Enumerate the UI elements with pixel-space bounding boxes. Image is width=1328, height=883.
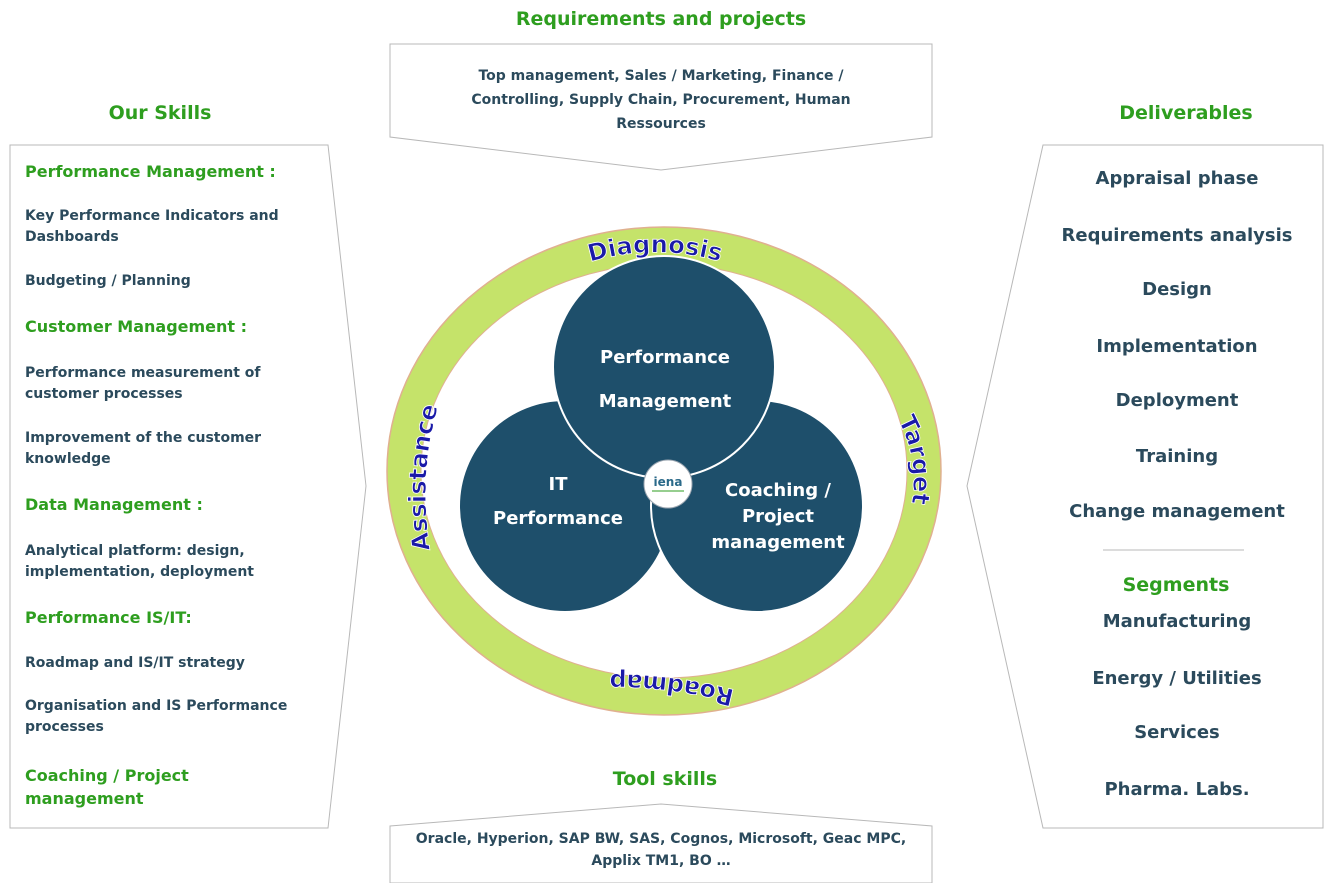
segment-manufacturing: Manufacturing	[1102, 611, 1252, 632]
skill-item-knowledge: Improvement of the customer knowledge	[25, 430, 262, 467]
skill-item-measurement: Performance measurement of customer proc…	[25, 365, 261, 402]
skill-heading-performance: Performance Management :	[25, 162, 276, 181]
skill-item-organisation: Organisation and IS Performance processe…	[25, 698, 288, 735]
requirements-shape	[389, 43, 933, 171]
deliverable-appraisal: Appraisal phase	[1095, 168, 1259, 189]
requirements-title: Requirements and projects	[515, 8, 807, 30]
segment-pharma: Pharma. Labs.	[1104, 779, 1250, 800]
deliverable-deployment: Deployment	[1115, 390, 1239, 411]
skill-heading-data: Data Management :	[25, 495, 203, 514]
skill-item-budgeting: Budgeting / Planning	[25, 273, 191, 289]
deliverable-implementation: Implementation	[1096, 336, 1258, 357]
skill-item-analytical: Analytical platform: design, implementat…	[25, 543, 254, 580]
skill-heading-coaching: Coaching / Project management	[25, 766, 189, 808]
requirements-text: Top management, Sales / Marketing, Finan…	[471, 68, 851, 132]
deliverable-training: Training	[1135, 446, 1219, 467]
deliverables-shape	[966, 144, 1324, 829]
deliverable-design: Design	[1142, 279, 1212, 300]
skill-heading-isit: Performance IS/IT:	[25, 608, 192, 627]
skills-title: Our Skills	[108, 102, 212, 124]
tools-shape	[389, 803, 933, 883]
skill-item-kpi: Key Performance Indicators and Dashboard…	[25, 208, 279, 245]
skill-heading-customer: Customer Management :	[25, 317, 248, 336]
segment-services: Services	[1134, 722, 1220, 743]
skills-shape	[9, 144, 367, 829]
segments-title: Segments	[1122, 574, 1230, 596]
deliverable-requirements: Requirements analysis	[1061, 225, 1293, 246]
circle-label-performance: Performance Management	[598, 347, 732, 412]
logo-text: iena	[653, 475, 683, 489]
deliverable-change: Change management	[1069, 501, 1285, 522]
circle-label-coaching: Coaching / Project management	[711, 480, 845, 553]
segment-energy: Energy / Utilities	[1092, 668, 1262, 689]
skill-item-roadmap: Roadmap and IS/IT strategy	[25, 655, 245, 671]
deliverables-title: Deliverables	[1119, 102, 1253, 124]
circle-label-it: IT Performance	[493, 474, 623, 529]
tools-title: Tool skills	[612, 768, 718, 790]
logo-circle	[643, 459, 693, 509]
tools-text: Oracle, Hyperion, SAP BW, SAS, Cognos, M…	[415, 831, 907, 869]
